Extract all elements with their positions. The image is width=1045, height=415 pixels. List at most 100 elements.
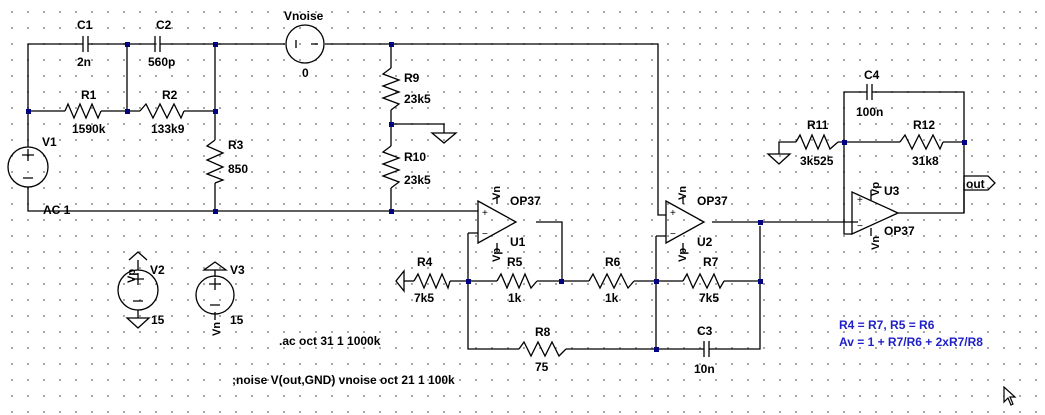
ground-symbol-v2	[125, 317, 151, 329]
v3-vn-label: Vn	[211, 322, 223, 336]
c4-value: 100n	[856, 105, 883, 119]
opamp-u2[interactable]: + − Vn Vp OP37 U2	[665, 186, 728, 262]
resistor-r7[interactable]: R7 7k5	[682, 255, 725, 305]
capacitor-c4[interactable]: C4 100n	[856, 68, 884, 119]
v3-ref: V3	[230, 263, 245, 277]
resistor-r11[interactable]: R11 3k525	[795, 118, 839, 168]
u3-plus: +	[857, 195, 863, 206]
r10-value: 23k5	[404, 173, 431, 187]
opamp-u3[interactable]: + − Vp Vn U3 OP37	[851, 182, 915, 250]
c1-ref: C1	[77, 18, 93, 32]
r10-ref: R10	[404, 150, 426, 164]
u3-ref: U3	[884, 184, 900, 198]
r2-ref: R2	[162, 88, 178, 102]
vnoise-ref: Vnoise	[284, 9, 324, 23]
vnoise-value: 0	[302, 66, 309, 80]
u3-minus: −	[857, 221, 863, 232]
u1-model: OP37	[510, 194, 541, 208]
voltage-source-vnoise[interactable]: Vnoise 0	[284, 9, 325, 80]
r7-value: 7k5	[699, 291, 719, 305]
wires	[27, 43, 965, 350]
u2-vp-pin: Vp	[677, 248, 689, 262]
u1-vp-pin: Vp	[491, 248, 503, 262]
r12-ref: R12	[913, 118, 935, 132]
r8-ref: R8	[535, 325, 551, 339]
r8-value: 75	[535, 360, 549, 374]
design-note-line-1[interactable]: R4 = R7, R5 = R6	[839, 318, 935, 332]
r11-ref: R11	[807, 118, 829, 132]
resistor-r1[interactable]: R1 1590k	[64, 88, 106, 136]
capacitor-c3[interactable]: C3 10n	[694, 324, 715, 376]
c1-value: 2n	[77, 55, 91, 69]
r1-value: 1590k	[72, 122, 106, 136]
r7-ref: R7	[703, 255, 719, 269]
junction-dots	[26, 42, 967, 352]
u2-model: OP37	[697, 194, 728, 208]
voltage-source-v2[interactable]: V2 15	[117, 263, 165, 327]
net-flag-vp-v2: Vp	[126, 251, 148, 283]
net-flag-r4-ground	[395, 269, 405, 293]
resistor-r12[interactable]: R12 31k8	[899, 118, 944, 168]
u2-plus: +	[670, 208, 676, 219]
capacitor-c1[interactable]: C1 2n	[76, 18, 95, 69]
u3-model: OP37	[884, 224, 915, 238]
u1-plus: +	[482, 208, 488, 219]
net-flag-vn-v3: Vn	[202, 261, 228, 336]
r4-ref: R4	[417, 255, 433, 269]
u1-ref: U1	[510, 235, 526, 249]
r1-ref: R1	[81, 88, 97, 102]
voltage-source-v1[interactable]: V1 AC 1	[7, 135, 71, 217]
resistor-r5[interactable]: R5 1k	[496, 255, 538, 305]
r9-ref: R9	[404, 71, 420, 85]
ground-symbol-mid	[430, 132, 458, 144]
u3-vp-pin: Vp	[870, 182, 882, 196]
c2-value: 560p	[148, 55, 175, 69]
c2-ref: C2	[156, 18, 172, 32]
r9-value: 23k5	[404, 92, 431, 106]
opamp-u1[interactable]: + − Vn Vp OP37 U1	[477, 186, 541, 262]
v1-ref: V1	[42, 135, 57, 149]
r6-value: 1k	[605, 291, 619, 305]
u2-minus: −	[670, 229, 676, 240]
resistor-r8[interactable]: R8 75	[518, 325, 567, 374]
c3-value: 10n	[694, 362, 715, 376]
resistor-r3[interactable]: R3 850	[205, 138, 248, 184]
resistor-r6[interactable]: R6 1k	[588, 255, 635, 305]
r4-value: 7k5	[414, 291, 434, 305]
net-flag-out[interactable]: out	[963, 175, 996, 191]
u1-vn-pin: Vn	[491, 186, 503, 200]
u2-ref: U2	[697, 235, 713, 249]
noise-directive-comment[interactable]: ;noise V(out,GND) vnoise oct 21 1 100k	[232, 373, 455, 387]
ac-directive[interactable]: .ac oct 31 1 1000k	[279, 334, 381, 348]
r5-value: 1k	[508, 291, 522, 305]
resistor-r2[interactable]: R2 133k9	[139, 88, 185, 136]
c4-ref: C4	[864, 68, 880, 82]
r3-value: 850	[228, 162, 248, 176]
design-note-line-2[interactable]: Av = 1 + R7/R6 + 2xR7/R8	[839, 335, 983, 349]
r12-value: 31k8	[912, 154, 939, 168]
v1-value: AC 1	[43, 203, 71, 217]
u1-minus: −	[482, 229, 488, 240]
mouse-pointer-icon	[1003, 386, 1017, 406]
capacitor-c2[interactable]: C2 560p	[148, 18, 175, 69]
r2-value: 133k9	[151, 122, 185, 136]
resistor-r10[interactable]: R10 23k5	[381, 145, 431, 189]
resistor-r4[interactable]: R4 7k5	[413, 255, 451, 305]
resistor-r9[interactable]: R9 23k5	[381, 67, 431, 111]
r6-ref: R6	[605, 255, 621, 269]
u3-vn-pin: Vn	[870, 236, 882, 250]
v2-vp-label: Vp	[126, 269, 138, 283]
voltage-source-v3[interactable]: V3 15	[195, 263, 245, 327]
r5-ref: R5	[507, 255, 523, 269]
r3-ref: R3	[228, 138, 244, 152]
r11-value: 3k525	[800, 154, 834, 168]
u2-vn-pin: Vn	[677, 186, 689, 200]
out-label: out	[966, 177, 985, 191]
v2-ref: V2	[150, 263, 165, 277]
c3-ref: C3	[697, 324, 713, 338]
v3-value: 15	[230, 313, 244, 327]
v2-value: 15	[151, 313, 165, 327]
ground-symbol-r11	[766, 153, 792, 165]
